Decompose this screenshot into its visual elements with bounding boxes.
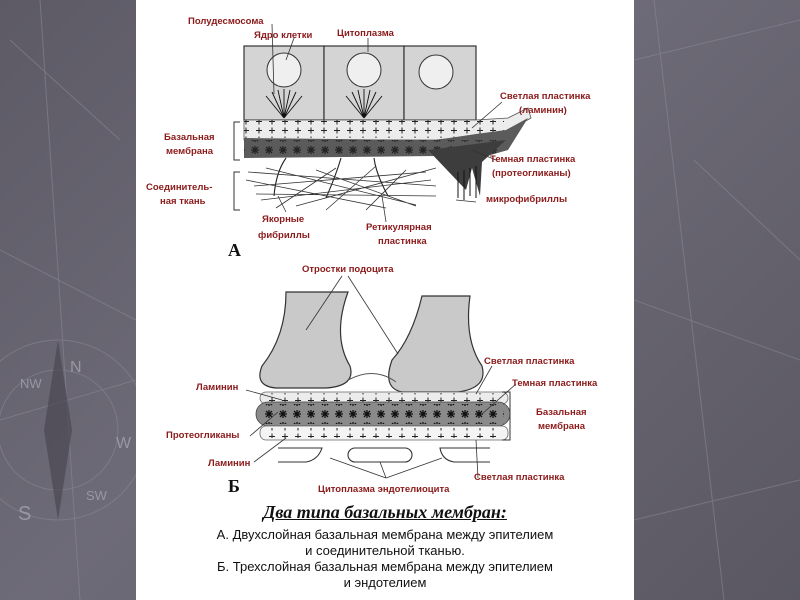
hemidesmosome-fibres (265, 89, 383, 119)
cell-nucleus (266, 52, 302, 88)
panel-letter-b: Б (228, 476, 240, 496)
slit-diaphragm (347, 373, 397, 383)
podocyte-foot-process (388, 295, 484, 393)
cell-nucleus (346, 52, 382, 88)
leader-lines-a (271, 23, 503, 223)
bracket-basement-membrane-a (233, 121, 240, 161)
label-lamina-densa-a: Темная пластинка (490, 154, 576, 165)
caption-line: А. Двухслойная базальная мембрана между … (216, 527, 554, 542)
compass-letter: N (70, 359, 82, 376)
label-lamina-lucida-top: Светлая пластинка (484, 356, 575, 367)
label-basement-membrane-a-2: мембрана (166, 146, 214, 157)
lamina-densa-fringe (428, 140, 506, 196)
label-cytoplasm: Цитоплазма (337, 28, 395, 39)
caption-title: Два типа базальных мембран: (263, 502, 507, 522)
podocyte-foot-process (259, 291, 352, 389)
label-proteoglycans: Протеогликаны (166, 430, 239, 441)
label-lamina-densa-a-note: (протеогликаны) (492, 168, 571, 179)
label-nucleus: Ядро клетки (254, 30, 312, 41)
reticular-lamina (245, 165, 437, 211)
endothelial-cytoplasm (278, 447, 323, 463)
epithelial-cell (403, 45, 477, 121)
label-lamina-densa-b: Темная пластинка (512, 378, 598, 389)
caption-line: и соединительной тканью. (305, 543, 465, 558)
label-lamina-lucida-a: Светлая пластинка (500, 91, 591, 102)
label-lamina-lucida-a-note: (ламинин) (519, 105, 567, 116)
panel-b: Отростки подоцита Светлая пластинка Темн… (166, 264, 598, 496)
basement-membrane-figure: Полудесмосома Ядро клетки Цитоплазма Све… (146, 16, 598, 496)
label-reticular-lamina-2: пластинка (378, 236, 427, 247)
panel-letter-a: А (228, 240, 241, 260)
label-laminin-bottom: Ламинин (208, 458, 251, 469)
label-lamina-lucida-bottom: Светлая пластинка (474, 472, 565, 483)
label-hemidesmosome: Полудесмосома (188, 16, 264, 27)
caption-line: Б. Трехслойная базальная мембрана между … (217, 559, 553, 574)
cell-nucleus (418, 54, 454, 90)
background-decoration-left: NW N S SW W (0, 0, 136, 600)
bracket-connective-tissue (233, 171, 240, 211)
compass-letter: NW (20, 376, 42, 391)
label-connective-tissue-2: ная ткань (160, 196, 206, 207)
label-connective-tissue: Соединитель- (146, 182, 212, 193)
compass-letter: SW (86, 488, 108, 503)
endothelial-cytoplasm (439, 447, 490, 463)
slide: Полудесмосома Ядро клетки Цитоплазма Све… (136, 0, 634, 600)
label-anchoring-fibrils-2: фибриллы (258, 230, 310, 241)
leader-lines-b (245, 275, 517, 479)
label-anchoring-fibrils: Якорные (262, 214, 304, 225)
label-laminin-top: Ламинин (196, 382, 239, 393)
bracket-basement-membrane-b (502, 391, 511, 441)
panel-a: Полудесмосома Ядро клетки Цитоплазма Све… (146, 16, 591, 260)
compass-needle-icon (44, 340, 72, 520)
background-decoration-right (634, 0, 800, 600)
label-reticular-lamina: Ретикулярная (366, 222, 432, 233)
compass-letter: S (18, 503, 31, 525)
compass-letter: W (116, 435, 132, 452)
label-basement-membrane-b: Базальная (536, 407, 587, 418)
caption-line: и эндотелием (343, 575, 427, 590)
label-endothelial-cytoplasm: Цитоплазма эндотелиоцита (318, 484, 450, 495)
endothelial-cytoplasm (347, 447, 413, 463)
label-basement-membrane-b-2: мембрана (538, 421, 586, 432)
figure-caption: Два типа базальных мембран: А. Двухслойн… (136, 502, 634, 591)
label-microfibrils: микрофибриллы (486, 194, 567, 205)
microfibrils (457, 166, 477, 200)
label-podocyte-processes: Отростки подоцита (302, 264, 394, 275)
label-basement-membrane-a: Базальная (164, 132, 215, 143)
